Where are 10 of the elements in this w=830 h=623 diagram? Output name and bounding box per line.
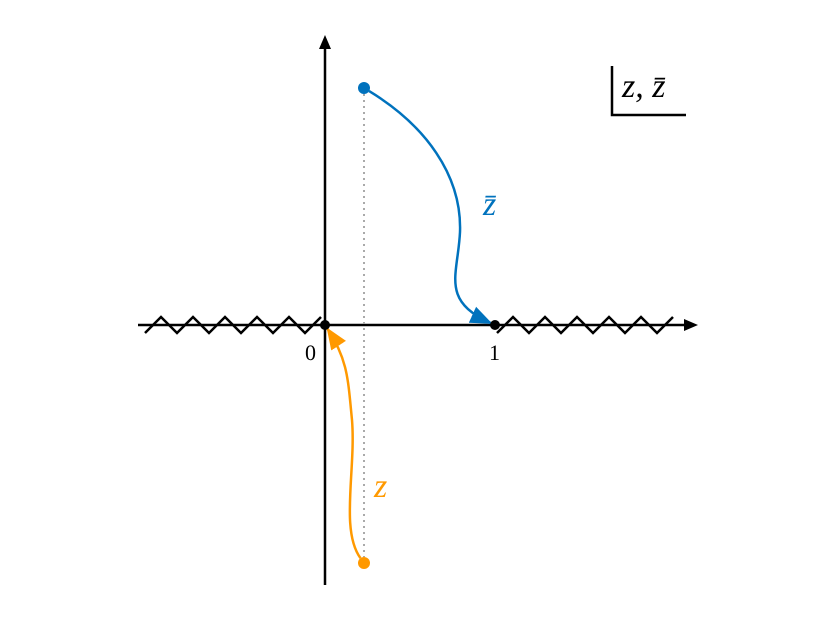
guide-line — [363, 94, 365, 557]
point-dot — [490, 320, 500, 330]
curved-arrow — [326, 327, 362, 559]
point-dot — [320, 320, 330, 330]
axis-tick-label: 0 — [305, 342, 316, 364]
axis-tick-label: 1 — [489, 342, 500, 364]
point-dot — [358, 557, 370, 569]
variable-label: z, z̄ — [622, 70, 666, 104]
point-dot — [358, 82, 370, 94]
curved-arrow — [368, 90, 492, 324]
